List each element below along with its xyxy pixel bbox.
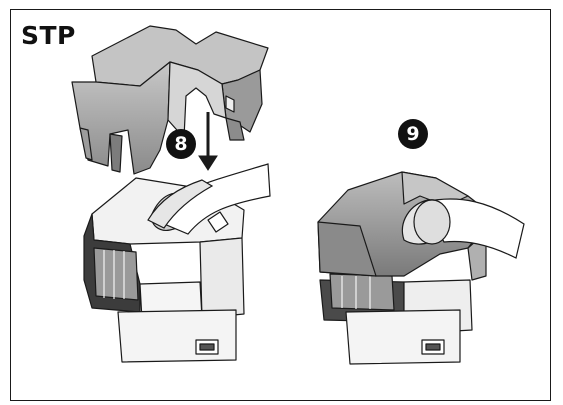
step-9-badge: 9: [398, 119, 428, 149]
step-8-badge: 8: [166, 129, 196, 159]
shielded-connector-assembled-icon: [317, 171, 487, 365]
shield-cap-icon: [71, 25, 269, 175]
cable-left-icon: [147, 163, 271, 235]
figure-title: STP: [21, 21, 76, 50]
cable-right-icon: [413, 198, 525, 259]
down-arrow-icon: [198, 112, 218, 171]
